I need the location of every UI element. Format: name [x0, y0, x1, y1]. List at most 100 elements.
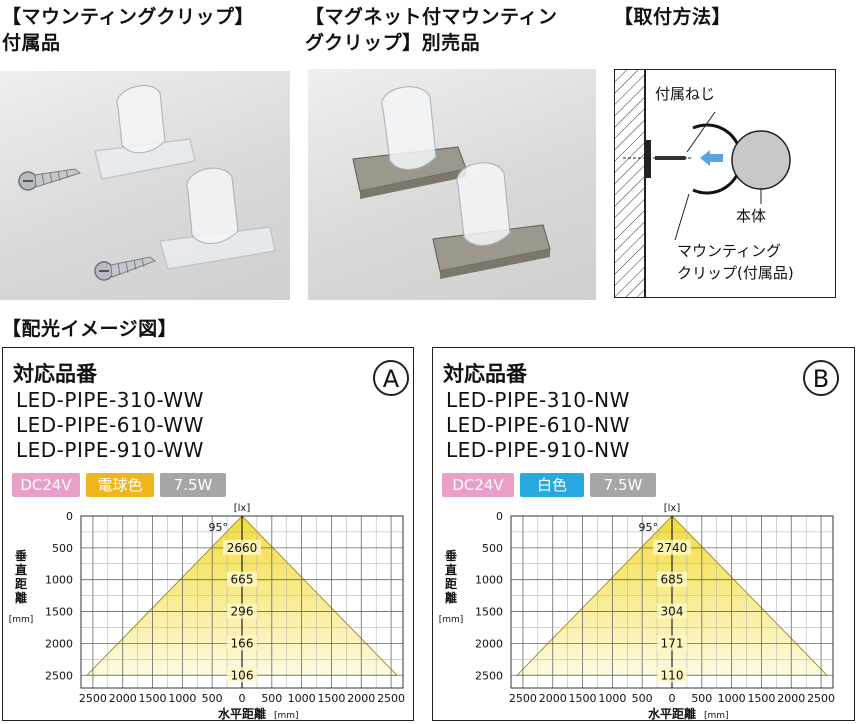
mounting-clip-illustration [18, 84, 276, 281]
wattage-badge: 7.5W [160, 473, 226, 497]
y-tick-label: 1000 [45, 574, 73, 587]
mounting-clip-photo [0, 71, 290, 300]
voltage-badge: DC24V [12, 473, 80, 497]
pipe-body [731, 130, 791, 190]
lux-unit-label: [lx] [234, 503, 251, 514]
lux-label-bg [227, 603, 257, 619]
magnet-clip-image [432, 162, 551, 279]
clip-label-line1: マウンティング [677, 242, 782, 260]
y-axis-label-char: 距 [445, 577, 457, 591]
mounting-clip-heading: 【マウンティングクリップ】 付属品 [2, 4, 254, 56]
y-tick-label: 0 [66, 510, 73, 523]
x-tick-label: 500 [202, 692, 223, 705]
lux-label-bg [653, 539, 691, 555]
x-tick-label: 2000 [539, 692, 567, 705]
y-tick-label: 2500 [475, 669, 503, 682]
insert-arrow-icon [700, 150, 723, 166]
x-tick-label: 0 [239, 692, 246, 705]
light-distribution-heading: 【配光イメージ図】 [2, 318, 178, 340]
x-tick-label: 1000 [168, 692, 196, 705]
magnet-clip-image [352, 86, 467, 199]
beam-angle-label: 95° [209, 521, 229, 534]
x-tick-label: 1500 [747, 692, 775, 705]
magnet-clip-heading: 【マグネット付マウンティン グクリップ】別売品 [305, 4, 557, 56]
y-axis-label-char: 直 [15, 562, 27, 577]
lux-label-bg [223, 539, 261, 555]
y-axis-label-char: 離 [15, 590, 27, 605]
x-tick-label: 1500 [139, 692, 167, 705]
screw-leader [686, 111, 716, 153]
lux-label-bg [227, 571, 257, 587]
beam-angle-label: 95° [639, 521, 659, 534]
lux-label-bg [227, 635, 257, 651]
x-tick-label: 0 [669, 692, 676, 705]
model-number: LED-PIPE-610-NW [446, 413, 630, 437]
model-number: LED-PIPE-310-NW [446, 388, 630, 412]
x-tick-label: 2000 [109, 692, 137, 705]
x-axis-label: 水平距離 [218, 706, 266, 720]
lux-unit-label: [lx] [664, 503, 681, 514]
x-tick-label: 1500 [569, 692, 597, 705]
clip-base [646, 140, 651, 178]
color-temp-badge: 電球色 [86, 473, 154, 497]
x-tick-label: 1500 [317, 692, 345, 705]
magnet-clip-heading-line1: 【マグネット付マウンティン [305, 6, 558, 28]
clip-image [94, 84, 196, 180]
mounting-clip-heading-line2: 付属品 [2, 32, 61, 54]
y-tick-label: 2500 [45, 669, 73, 682]
lux-value-label: 304 [661, 605, 684, 619]
install-method-heading: 【取付方法】 [614, 6, 732, 28]
lux-label-bg [657, 571, 687, 587]
lux-value-label: 665 [231, 573, 254, 587]
wattage-badge: 7.5W [590, 473, 656, 497]
x-tick-label: 2500 [807, 692, 835, 705]
x-tick-label: 500 [261, 692, 282, 705]
magnet-clip-illustration [352, 86, 551, 279]
lux-value-label: 166 [231, 636, 254, 650]
lux-value-label: 171 [661, 636, 684, 650]
lux-label-bg [657, 603, 687, 619]
y-tick-label: 1500 [45, 606, 73, 619]
y-tick-label: 1000 [475, 574, 503, 587]
panel-b-heading: 対応品番 [443, 362, 527, 386]
x-unit-label: [mm] [274, 711, 299, 720]
model-number: LED-PIPE-610-WW [16, 413, 204, 437]
install-diagram: 付属ねじ 本体 マウンティング クリップ(付属品) [614, 69, 836, 298]
screw-image [94, 256, 157, 281]
lux-label-bg [657, 635, 687, 651]
body-label: 本体 [736, 207, 767, 225]
y-tick-label: 0 [496, 510, 503, 523]
lux-value-label: 106 [231, 668, 254, 682]
panel-b-models: LED-PIPE-310-NW LED-PIPE-610-NW LED-PIPE… [446, 388, 630, 463]
x-tick-label: 500 [691, 692, 712, 705]
x-tick-label: 2000 [777, 692, 805, 705]
lux-label-bg [657, 667, 687, 683]
panel-b: 対応品番 B LED-PIPE-310-NW LED-PIPE-610-NW L… [432, 347, 855, 721]
model-number: LED-PIPE-910-NW [446, 438, 630, 462]
wall-hatch [615, 70, 645, 297]
panel-a: 対応品番 A LED-PIPE-310-WW LED-PIPE-610-WW L… [2, 347, 414, 721]
install-diagram-drawing [615, 70, 791, 297]
lux-label-bg [227, 667, 257, 683]
x-tick-label: 1000 [288, 692, 316, 705]
lux-value-label: 296 [231, 605, 254, 619]
voltage-badge: DC24V [442, 473, 514, 497]
y-axis-label-char: 離 [445, 590, 457, 605]
y-tick-label: 500 [52, 542, 73, 555]
lux-value-label: 2740 [657, 541, 688, 555]
y-tick-label: 1500 [475, 606, 503, 619]
model-number: LED-PIPE-310-WW [16, 388, 204, 412]
panel-b-letter: B [803, 360, 839, 396]
clip-label-line2: クリップ(付属品) [677, 264, 794, 282]
panel-a-letter: A [373, 360, 409, 396]
mounting-clip-heading-line1: 【マウンティングクリップ】 [2, 6, 254, 28]
y-axis-label-char: 垂 [15, 548, 27, 563]
x-tick-label: 2000 [347, 692, 375, 705]
y-axis-label-char: 直 [445, 562, 457, 577]
y-tick-label: 2000 [45, 637, 73, 650]
panel-a-models: LED-PIPE-310-WW LED-PIPE-610-WW LED-PIPE… [16, 388, 204, 463]
clip-leader [674, 193, 690, 241]
x-tick-label: 2500 [79, 692, 107, 705]
x-tick-label: 2500 [377, 692, 405, 705]
